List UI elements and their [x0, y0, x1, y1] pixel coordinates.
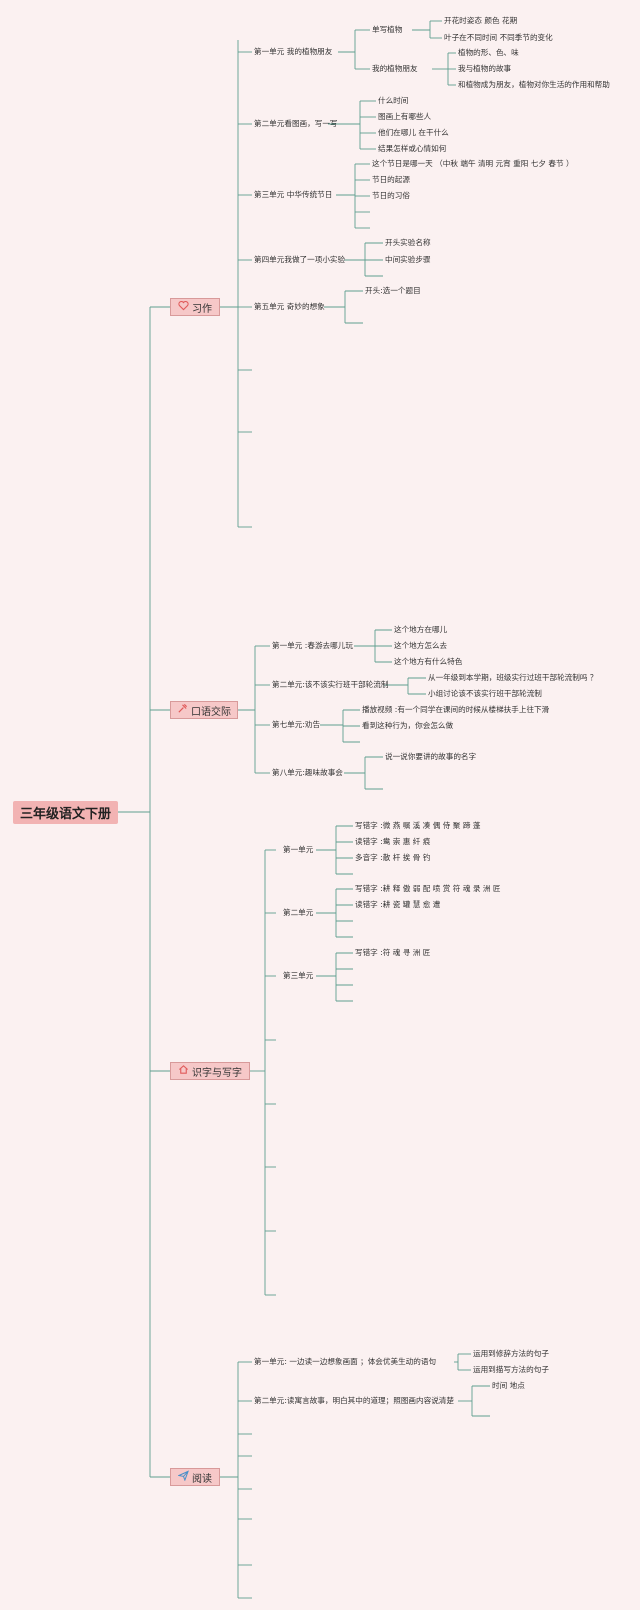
topic-xizuo-u1a1: 开花时姿态 颜色 花期 [444, 16, 518, 25]
topic-kouyu-u2: 第二单元:该不该实行班干部轮流制 [272, 680, 389, 689]
root-node: 三年级语文下册 [13, 801, 118, 824]
branch-label: 识字与写字 [192, 1067, 242, 1079]
topic-xizuo-u1b2: 我与植物的故事 [458, 64, 512, 73]
branch-label: 习作 [192, 303, 212, 315]
topic-yuedu-u2a: 时间 地点 [492, 1381, 525, 1390]
topic-xizuo-u5: 第五单元 奇妙的想象 [254, 302, 325, 311]
topic-kouyu-u7b: 看到这种行为，你会怎么做 [362, 721, 454, 730]
topic-shizi-u3: 第三单元 [283, 971, 314, 980]
branch-kouyu[interactable]: 口语交际 [170, 701, 238, 719]
topic-xizuo-u2: 第二单元看图画，写一写 [254, 119, 338, 128]
topic-xizuo-u2b: 图画上有哪些人 [378, 112, 432, 121]
topic-xizuo-u3a: 这个节日是哪一天 （中秋 端午 清明 元宵 重阳 七夕 春节 ） [372, 159, 574, 168]
branch-label: 口语交际 [191, 706, 231, 718]
branch-yuedu[interactable]: 阅读 [170, 1468, 220, 1486]
heart-icon [178, 300, 189, 314]
topic-xizuo-u1b: 我的植物朋友 [372, 64, 418, 73]
topic-yuedu-u1: 第一单元: 一边读一边想象画面 ；体会优美生动的语句 [254, 1357, 437, 1366]
topic-xizuo-u1a2: 叶子在不同时间 不同季节的变化 [444, 33, 553, 42]
topic-yuedu-u2: 第二单元:读寓言故事，明白其中的道理；照图画内容说清楚 [254, 1396, 454, 1405]
topic-kouyu-u1c: 这个地方有什么特色 [394, 657, 463, 666]
topic-xizuo-u3: 第三单元 中华传统节日 [254, 190, 333, 199]
topic-xizuo-u4: 第四单元我做了一项小实验 [254, 255, 346, 264]
branch-shizi[interactable]: 识字与写字 [170, 1062, 250, 1080]
topic-kouyu-u2a: 从一年级到本学期，班级实行过班干部轮流制吗 ？ [428, 673, 598, 682]
branch-xizuo[interactable]: 习作 [170, 298, 220, 316]
topic-kouyu-u1b: 这个地方怎么去 [394, 641, 448, 650]
topic-kouyu-u7: 第七单元:劝告 [272, 720, 321, 729]
topic-xizuo-u2d: 结果怎样或心情如何 [378, 144, 447, 153]
topic-shizi-u1: 第一单元 [283, 845, 314, 854]
topic-kouyu-u2b: 小组讨论该不该实行班干部轮流制 [428, 689, 542, 698]
paper-plane-icon [177, 1470, 189, 1484]
topic-shizi-u1b: 读错字 :鸯 崇 惠 纤 痕 [355, 837, 431, 846]
tools-icon [177, 703, 188, 717]
topic-shizi-u1c: 多音字 :散 杆 挨 骨 钓 [355, 853, 431, 862]
topic-yuedu-u1b: 运用到描写方法的句子 [473, 1365, 549, 1374]
topic-xizuo-u4b: 中间实验步骤 [385, 255, 431, 264]
topic-yuedu-u1a: 运用到修辞方法的句子 [473, 1349, 549, 1358]
topic-kouyu-u7a: 播放视频 :有一个同学在课间的时候从楼梯扶手上往下滑 [362, 705, 550, 714]
topic-shizi-u2b: 读错字 :耕 瓷 罐 慧 愈 遭 [355, 900, 441, 909]
topic-xizuo-u3b: 节日的起源 [372, 175, 410, 184]
topic-shizi-u2: 第二单元 [283, 908, 314, 917]
topic-xizuo-u5a: 开头:选一个题目 [365, 286, 421, 295]
topic-shizi-u3a: 写错字 :符 魂 寻 洲 匠 [355, 948, 431, 957]
home-icon [178, 1064, 189, 1078]
topic-xizuo-u1: 第一单元 我的植物朋友 [254, 47, 333, 56]
topic-xizuo-u2a: 什么时间 [378, 96, 409, 105]
topic-shizi-u1a: 写错字 :微 燕 嘱 溪 凑 偶 侍 聚 蹄 蓬 [355, 821, 481, 830]
topic-xizuo-u1b3: 和植物成为朋友，植物对你生活的作用和帮助 [458, 80, 610, 89]
topic-kouyu-u8a: 说一说你要讲的故事的名字 [385, 752, 477, 761]
topic-xizuo-u4a: 开头实验名称 [385, 238, 431, 247]
topic-kouyu-u1a: 这个地方在哪儿 [394, 625, 448, 634]
topic-xizuo-u3c: 节日的习俗 [372, 191, 410, 200]
topic-xizuo-u2c: 他们在哪儿 在干什么 [378, 128, 449, 137]
topic-kouyu-u8: 第八单元:趣味故事会 [272, 768, 343, 777]
topic-xizuo-u1a: 单写植物 [372, 25, 403, 34]
branch-label: 阅读 [192, 1473, 212, 1485]
topic-shizi-u2a: 写错字 :耕 释 傲 弱 配 喷 赏 符 魂 录 洲 匠 [355, 884, 501, 893]
topic-xizuo-u1b1: 植物的形、色、味 [458, 48, 519, 57]
topic-kouyu-u1: 第一单元 :春游去哪儿玩 [272, 641, 353, 650]
